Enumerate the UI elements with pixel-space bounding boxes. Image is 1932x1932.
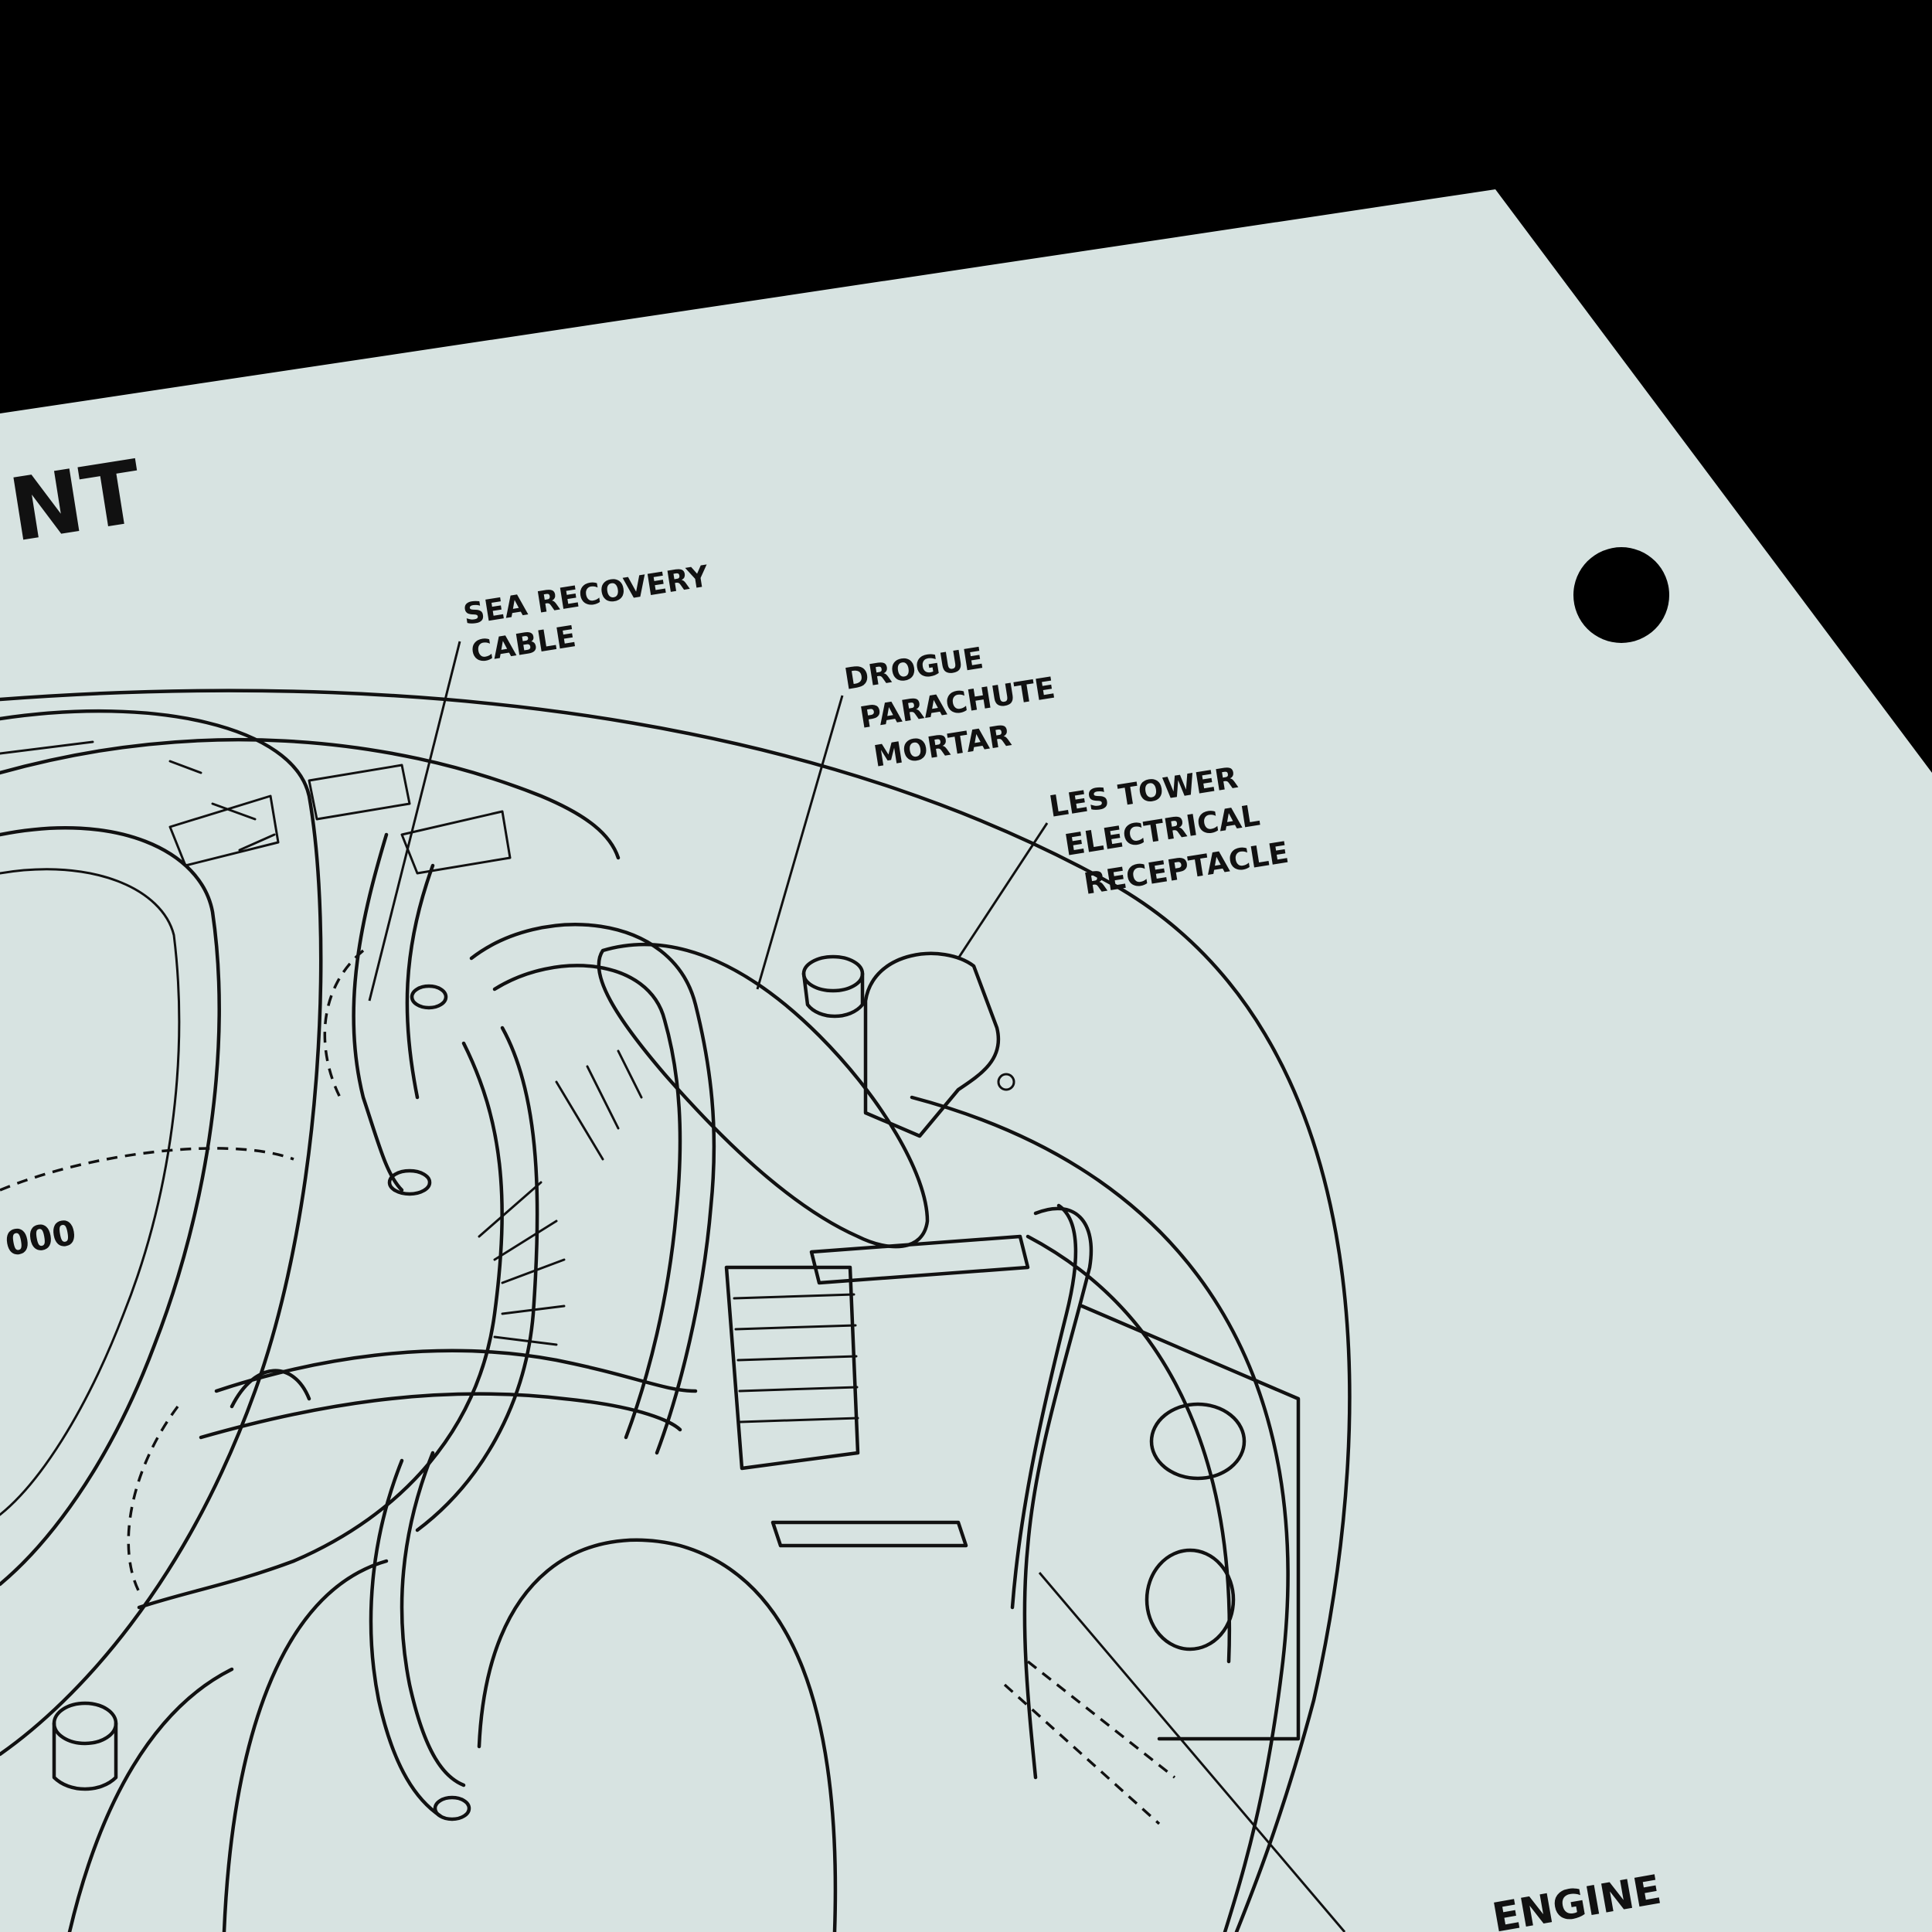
hidden-diagonal-2 <box>1003 1683 1161 1825</box>
cable-crossing-2 <box>415 1026 539 1532</box>
upper-deck-plates <box>168 764 512 875</box>
binder-hole <box>1573 547 1669 643</box>
tunnel-inner-ring <box>0 825 221 1587</box>
les-receptacle-cap-side <box>801 971 865 1019</box>
tunnel-segments <box>0 740 276 852</box>
les-receptacle-bolt <box>997 1073 1015 1091</box>
leader-engine <box>1038 1572 1346 1932</box>
leader-les-tower-receptacle <box>957 822 1049 959</box>
hull-inner-rim <box>910 1095 1290 1932</box>
hidden-edge-upper <box>323 949 365 1098</box>
strap-loop <box>230 1369 311 1409</box>
cable-lower-run-2 <box>199 1392 682 1440</box>
leader-sea-recovery-cable <box>368 641 461 1002</box>
hidden-diagonal-1 <box>1026 1660 1176 1779</box>
leader-drogue-parachute-mortar <box>756 695 844 990</box>
cable-bundle-2 <box>405 863 435 1100</box>
hidden-edge-left <box>127 1405 179 1593</box>
cable-loop-upper-2 <box>492 964 682 1440</box>
down-run-cable <box>369 1458 443 1818</box>
outer-hull-outline <box>0 689 1352 1932</box>
vertical-strut-2 <box>1010 1203 1078 1610</box>
valve-stack-ribs <box>733 1293 859 1423</box>
paper-sheet <box>0 189 1932 1932</box>
forward-bay-shoulder <box>0 737 621 860</box>
page-title-fragment: NT <box>3 442 148 562</box>
les-receptacle-body <box>863 951 1001 1138</box>
bracket-arm <box>809 1234 1030 1285</box>
bracket-arm-lower <box>770 1520 968 1548</box>
cable-crossing <box>137 1041 504 1610</box>
tunnel-outer-ring <box>0 709 323 1757</box>
radial-ribs <box>478 1181 566 1346</box>
down-run-cable-2 <box>400 1451 466 1787</box>
lower-tank <box>477 1538 838 1932</box>
lower-frame <box>67 1667 234 1932</box>
tunnel-inner-ring-2 <box>0 868 181 1516</box>
tank-panel <box>1080 1304 1301 1741</box>
cable-end-cap <box>433 1795 471 1821</box>
capsule-drawing <box>0 689 1352 1932</box>
cable-clamp-1 <box>410 984 448 1010</box>
tank-port-1 <box>1149 1402 1247 1481</box>
tunnel-hidden-edge <box>0 1147 294 1192</box>
center-ribs <box>555 1049 643 1161</box>
cable-clamp-2 <box>387 1168 432 1196</box>
fitting-lower-left-body <box>52 1721 118 1791</box>
lower-tank-outer <box>222 1559 389 1932</box>
leader-lines <box>368 641 1346 1932</box>
tank-port-2 <box>1145 1548 1236 1651</box>
sea-recovery-cable-bundle <box>352 832 404 1192</box>
vertical-strut <box>1022 1206 1094 1780</box>
cable-loop-upper <box>469 923 716 1455</box>
valve-stack <box>724 1265 860 1471</box>
cable-lower-run <box>214 1349 698 1393</box>
